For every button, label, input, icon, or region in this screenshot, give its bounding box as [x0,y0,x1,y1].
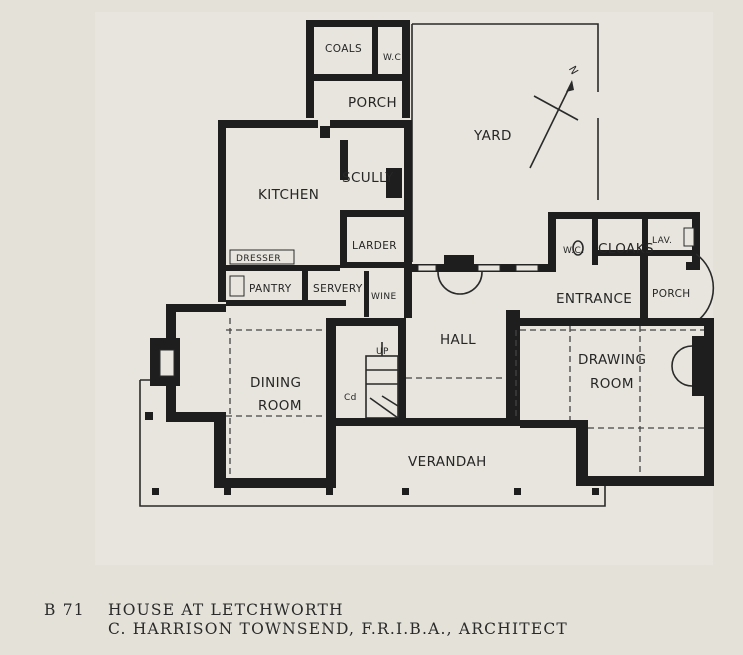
floor-plan: COALS W.C. PORCH YARD N KITCHEN SCULLY L… [139,20,715,507]
label-cloaks: CLOAKS [598,241,654,257]
label-dining: DINING [250,375,301,391]
label-wine: WINE [371,292,397,302]
yard-wall [412,23,599,92]
label-porch-back: PORCH [348,95,397,111]
label-porch-front: PORCH [652,288,691,300]
label-coals: COALS [325,43,362,55]
label-cupboard: Cd [344,393,357,403]
label-verandah: VERANDAH [408,454,487,470]
label-larder: LARDER [352,240,397,252]
label-pantry: PANTRY [249,283,292,295]
label-dresser: DRESSER [236,254,281,264]
label-scully: SCULLY [342,170,394,186]
label-north: N [566,64,581,77]
label-lav: LAV. [652,236,672,246]
label-wc-cloaks: W.C. [563,246,584,256]
label-drawing-room: ROOM [590,376,634,392]
verandah-outline [139,380,606,507]
label-drawing: DRAWING [578,352,646,368]
caption-architect: C. HARRISON TOWNSEND, F.R.I.B.A., ARCHIT… [108,620,568,638]
caption-line-1: B 71 HOUSE AT LETCHWORTH [44,601,724,620]
caption: B 71 HOUSE AT LETCHWORTH C. HARRISON TOWN… [44,601,724,639]
caption-title: HOUSE AT LETCHWORTH [108,601,344,619]
label-up: UP [376,347,389,357]
label-wc-yard: W.C. [383,53,404,63]
label-kitchen: KITCHEN [258,187,319,203]
north-arrow [529,81,573,169]
label-hall: HALL [440,332,476,348]
label-entrance: ENTRANCE [556,291,632,307]
label-yard: YARD [473,128,512,144]
label-servery: SERVERY [313,283,363,295]
label-dining-room: ROOM [258,398,302,414]
plate-code: B 71 [44,601,85,619]
